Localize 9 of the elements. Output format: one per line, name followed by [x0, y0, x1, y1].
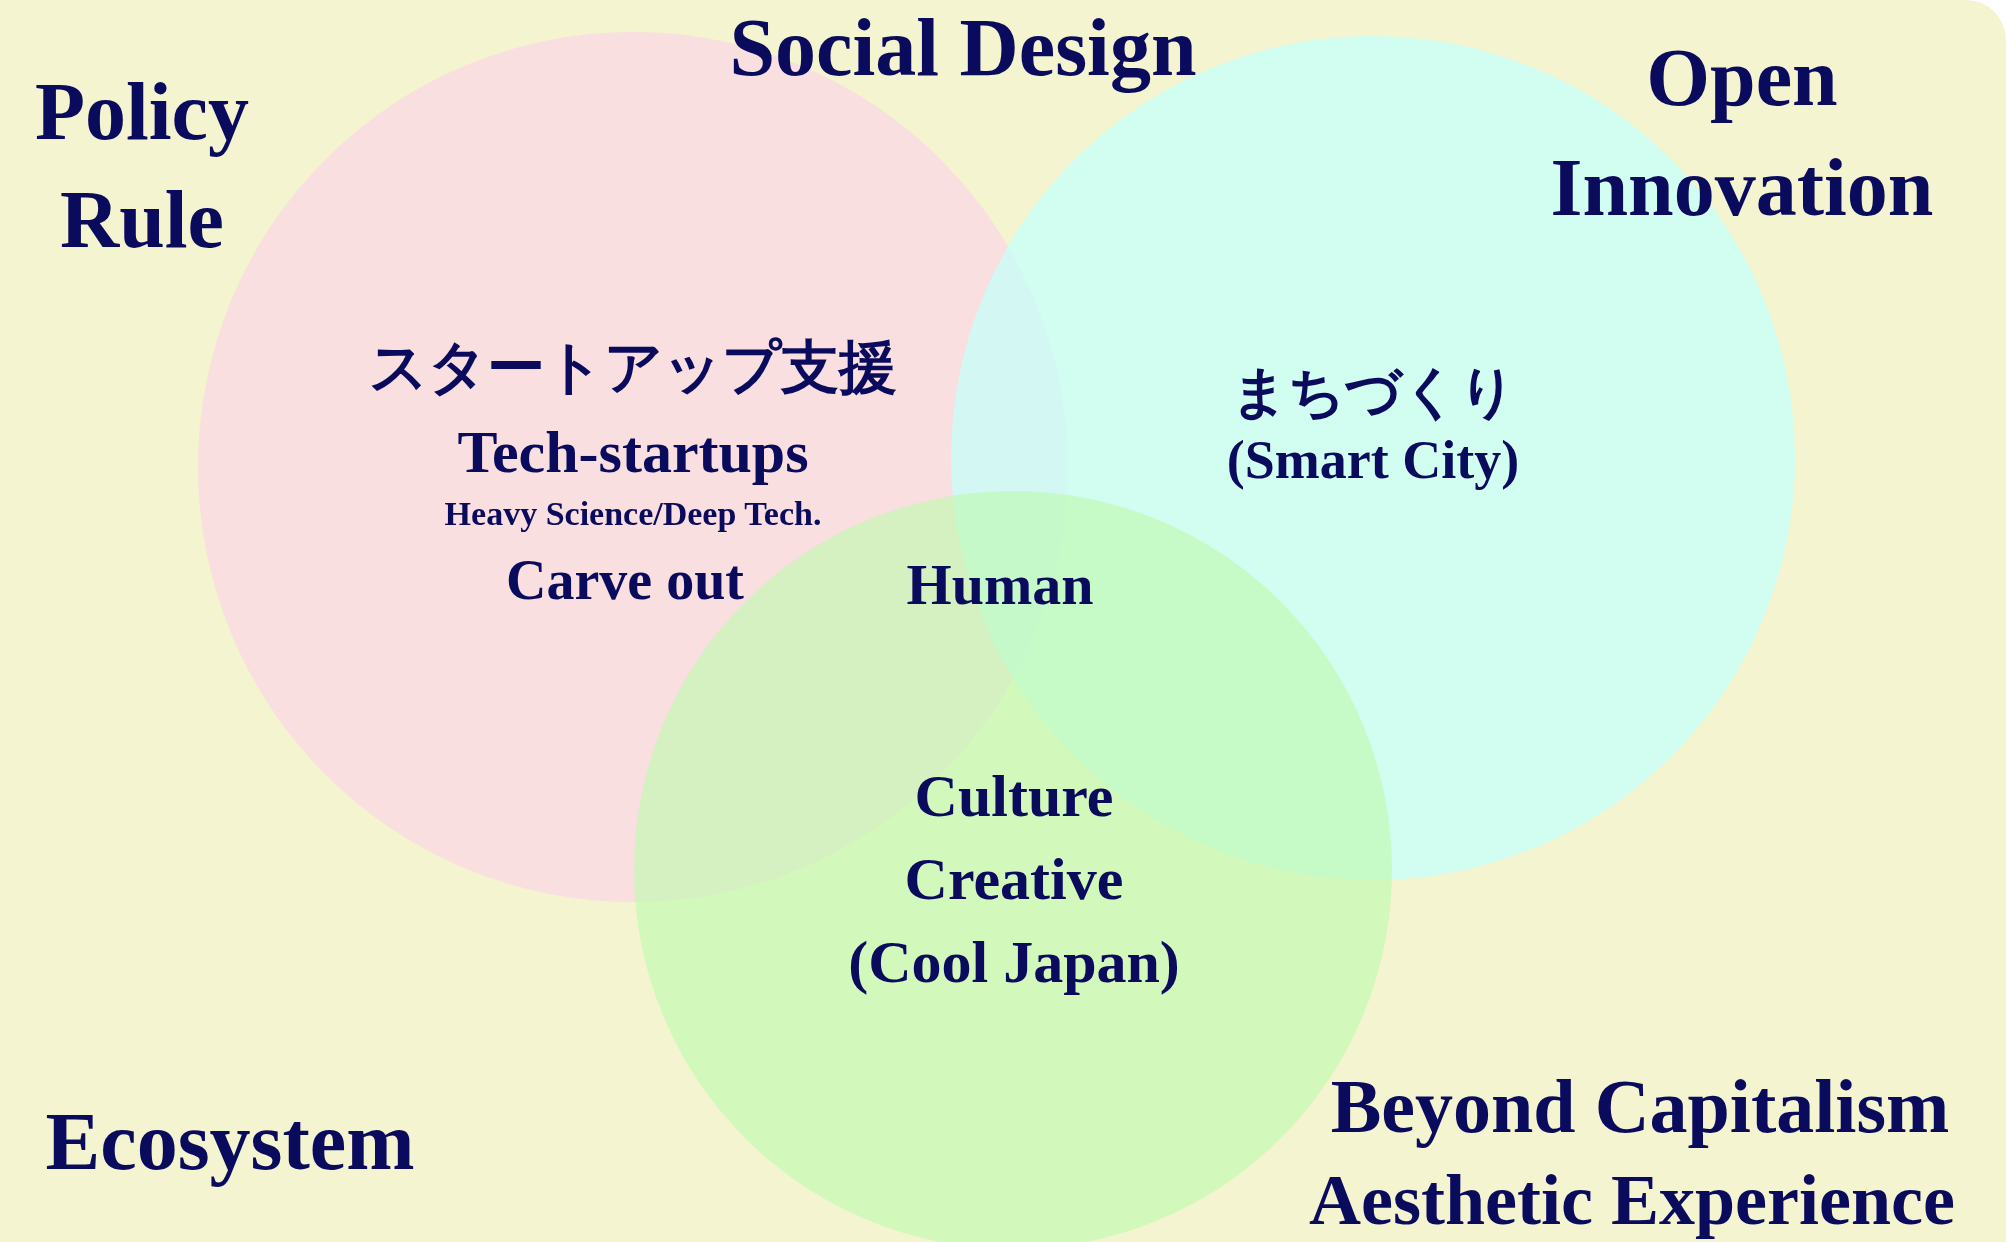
corner-label: Open Innovation — [1549, 31, 1935, 235]
corner-label: Policy Rule — [33, 65, 251, 267]
circle-text: Creative — [904, 849, 1124, 909]
circle-text: Heavy Science/Deep Tech. — [444, 497, 822, 531]
circle-text: Carve out — [506, 552, 744, 608]
circle-text: まちづくり — [1230, 364, 1516, 420]
overlap-label: Human — [906, 556, 1094, 614]
circle-text: スタートアップ支援 — [369, 339, 897, 397]
circle-text: Culture — [914, 766, 1114, 826]
